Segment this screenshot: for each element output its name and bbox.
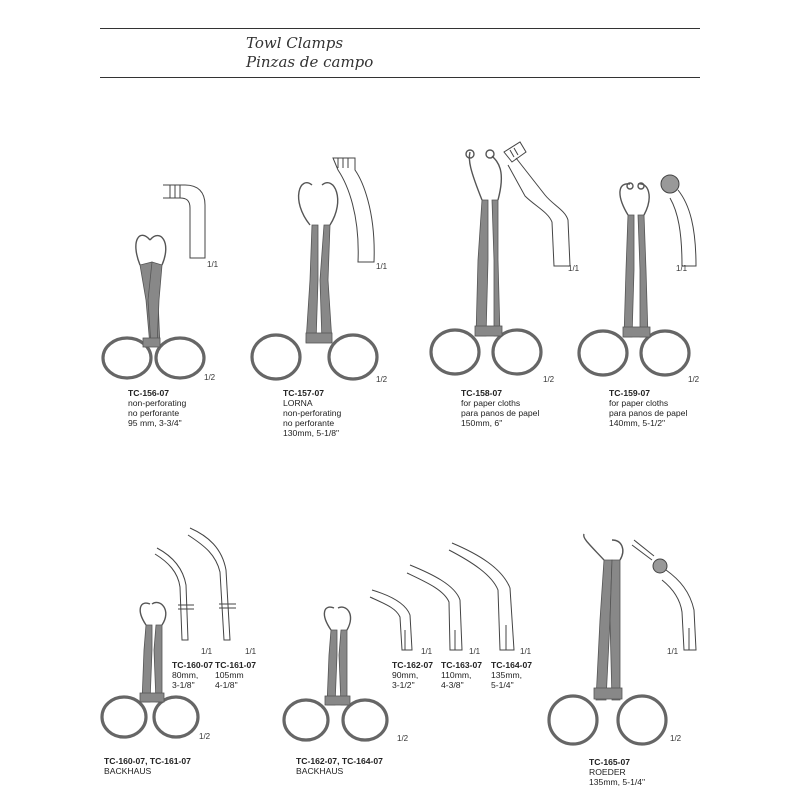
tc-158-code: TC-158-07 — [461, 388, 503, 398]
caption-line: no perforante — [283, 418, 335, 428]
caption-line: for paper cloths — [461, 398, 521, 408]
tc-159-main-scale: 1/2 — [688, 375, 700, 384]
tc-157-detail-scale: 1/1 — [376, 262, 388, 271]
caption-line: para panos de papel — [609, 408, 688, 418]
page-title: Towl Clamps — [246, 34, 344, 52]
caption-line: 5-1/4" — [491, 680, 514, 690]
caption-line: 140mm, 5-1/2" — [609, 418, 666, 428]
caption-line: for paper cloths — [609, 398, 669, 408]
caption-line: LORNA — [283, 398, 313, 408]
tc-163-detail-caption: TC-163-07 110mm, 4-3/8" — [441, 660, 482, 690]
group-2-main-scale: 1/2 — [397, 734, 409, 743]
tc-161-tip-detail — [187, 527, 236, 641]
header-top-rule — [100, 28, 700, 29]
tc-159-caption: TC-159-07 for paper cloths para panos de… — [609, 388, 687, 428]
tc-156-clamp-image — [101, 234, 206, 380]
tc-162-detail-scale: 1/1 — [421, 647, 433, 656]
tc-163-detail-scale: 1/1 — [469, 647, 481, 656]
tc-159-tip-detail — [660, 174, 697, 267]
tc-158-clamp-image — [429, 149, 543, 376]
tc-160-detail-caption: TC-160-07 80mm, 3-1/8" — [172, 660, 213, 690]
caption-line: 130mm, 5-1/8" — [283, 428, 340, 438]
caption-line: 135mm, — [491, 670, 523, 680]
tc-162-clamp-image — [282, 606, 389, 742]
tc-159-code: TC-159-07 — [609, 388, 651, 398]
tc-163-code: TC-163-07 — [441, 660, 483, 670]
tc-161-detail-caption: TC-161-07 105mm 4-1/8" — [215, 660, 256, 690]
group-1-name: BACKHAUS — [104, 766, 152, 776]
tc-164-tip-detail — [448, 542, 515, 651]
caption-line: 4-3/8" — [441, 680, 464, 690]
tc-159-clamp-image — [577, 182, 691, 377]
tc-157-tip-detail — [332, 157, 375, 263]
caption-line: non-perforating — [283, 408, 342, 418]
caption-line: 95 mm, 3-3/4" — [128, 418, 182, 428]
tc-157-code: TC-157-07 — [283, 388, 325, 398]
tc-160-tip-detail — [154, 547, 194, 641]
tc-158-main-scale: 1/2 — [543, 375, 555, 384]
group-1-main-scale: 1/2 — [199, 732, 211, 741]
tc-163-tip-detail — [406, 564, 463, 651]
tc-165-name: ROEDER — [589, 767, 626, 777]
group-1-caption: TC-160-07, TC-161-07 BACKHAUS — [104, 756, 191, 776]
tc-159-detail-scale: 1/1 — [676, 264, 688, 273]
tc-156-main-scale: 1/2 — [204, 373, 216, 382]
tc-164-detail-scale: 1/1 — [520, 647, 532, 656]
tc-158-caption: TC-158-07 for paper cloths para panos de… — [461, 388, 539, 428]
caption-line: 105mm — [215, 670, 244, 680]
caption-line: 110mm, — [441, 670, 472, 680]
caption-line: 80mm, — [172, 670, 199, 680]
tc-165-detail-scale: 1/1 — [667, 647, 679, 656]
tc-165-tip-detail — [631, 539, 697, 651]
tc-162-tip-detail — [369, 589, 413, 651]
tc-160-clamp-image — [100, 601, 200, 739]
caption-line: non-perforating — [128, 398, 187, 408]
caption-line: 150mm, 6" — [461, 418, 503, 428]
tc-161-code: TC-161-07 — [215, 660, 257, 670]
page-subtitle: Pinzas de campo — [246, 53, 374, 71]
caption-line: no perforante — [128, 408, 180, 418]
tc-165-caption: TC-165-07 ROEDER 135mm, 5-1/4" — [589, 757, 645, 787]
tc-162-code: TC-162-07 — [392, 660, 434, 670]
caption-line: 3-1/8" — [172, 680, 195, 690]
tc-157-clamp-image — [250, 182, 379, 381]
tc-165-clamp-image — [547, 533, 668, 746]
tc-165-main-scale: 1/2 — [670, 734, 682, 743]
group-2-codes: TC-162-07, TC-164-07 — [296, 756, 383, 766]
tc-162-detail-caption: TC-162-07 90mm, 3-1/2" — [392, 660, 433, 690]
tc-158-detail-scale: 1/1 — [568, 264, 580, 273]
group-2-name: BACKHAUS — [296, 766, 344, 776]
group-1-codes: TC-160-07, TC-161-07 — [104, 756, 191, 766]
tc-156-tip-detail — [163, 184, 206, 259]
tc-157-caption: TC-157-07 LORNA non-perforating no perfo… — [283, 388, 341, 438]
tc-157-main-scale: 1/2 — [376, 375, 388, 384]
caption-line: 90mm, — [392, 670, 419, 680]
tc-156-detail-scale: 1/1 — [207, 260, 219, 269]
group-2-caption: TC-162-07, TC-164-07 BACKHAUS — [296, 756, 383, 776]
tc-156-code: TC-156-07 — [128, 388, 170, 398]
tc-158-tip-detail — [503, 141, 571, 267]
tc-160-code: TC-160-07 — [172, 660, 214, 670]
tc-156-caption: TC-156-07 non-perforating no perforante … — [128, 388, 186, 428]
caption-line: para panos de papel — [461, 408, 540, 418]
caption-line: 3-1/2" — [392, 680, 415, 690]
tc-164-detail-caption: TC-164-07 135mm, 5-1/4" — [491, 660, 532, 690]
header-bottom-rule — [100, 77, 700, 78]
tc-165-size: 135mm, 5-1/4" — [589, 777, 646, 787]
tc-161-detail-scale: 1/1 — [245, 647, 257, 656]
caption-line: 4-1/8" — [215, 680, 238, 690]
tc-165-code: TC-165-07 — [589, 757, 631, 767]
tc-160-detail-scale: 1/1 — [201, 647, 213, 656]
tc-164-code: TC-164-07 — [491, 660, 533, 670]
